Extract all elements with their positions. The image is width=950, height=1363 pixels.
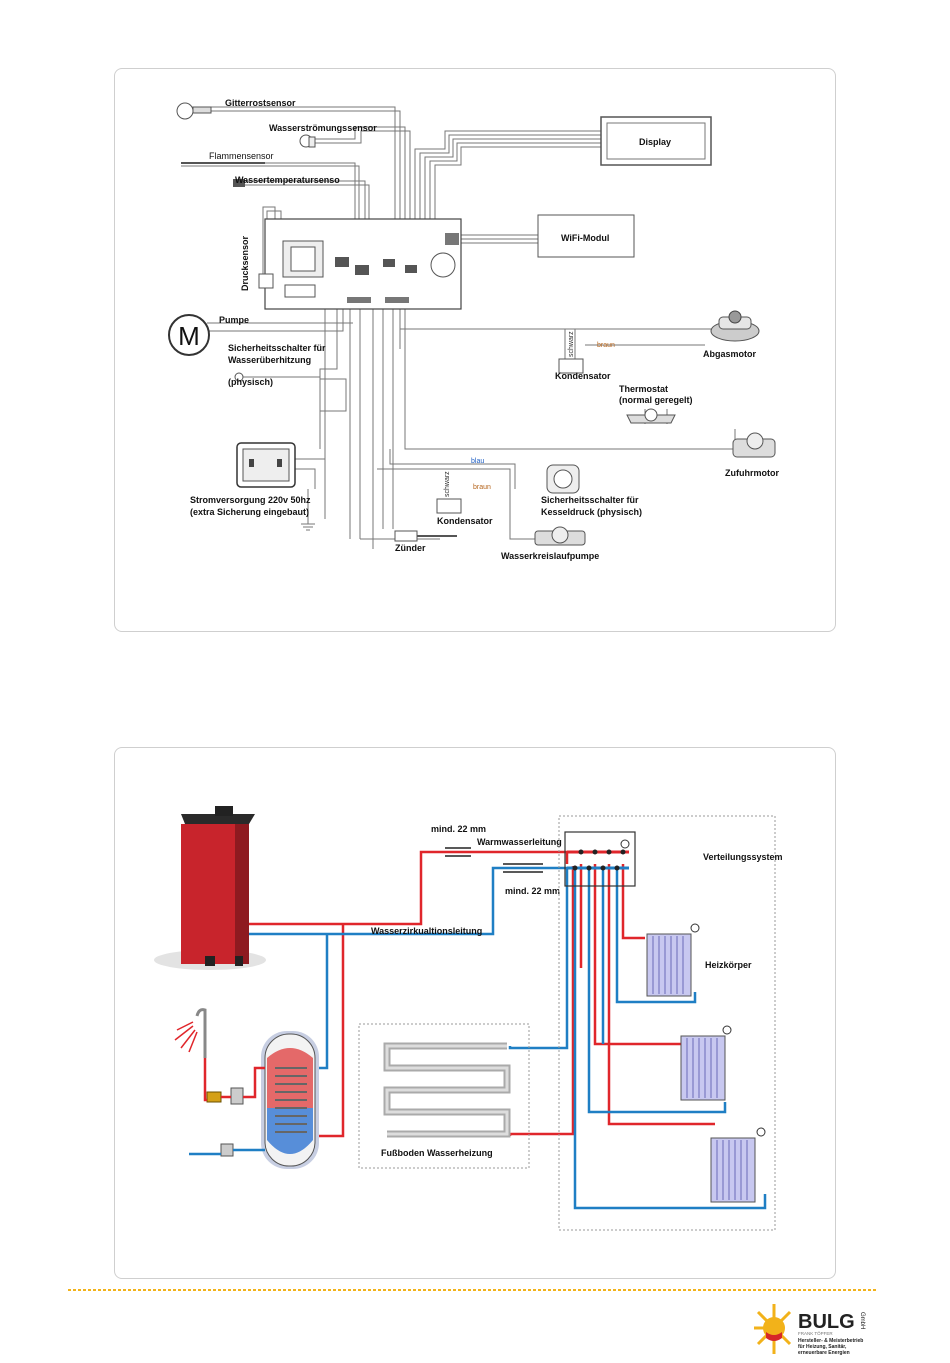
- label-kondensator-2: Kondensator: [437, 516, 493, 526]
- shower-icon: [174, 1008, 207, 1058]
- logo-owner: FRANK TÖPFER: [798, 1330, 833, 1336]
- label-strom-1: Stromversorgung 220v 50hz: [190, 495, 311, 505]
- label-kesseldruck-1: Sicherheitsschalter für: [541, 495, 639, 505]
- gitterrost-sensor-icon: [176, 102, 212, 120]
- footer-divider: [68, 1289, 878, 1291]
- thermostat-icon: [626, 408, 676, 424]
- label-zuender: Zünder: [395, 543, 426, 553]
- radiator-1-icon: [646, 923, 700, 997]
- druck-sensor-icon: [258, 273, 274, 289]
- radiator-2-icon: [680, 1025, 732, 1101]
- label-kesseldruck-2: Kesseldruck (physisch): [541, 507, 642, 517]
- label-display: Display: [639, 137, 671, 147]
- label-schwarz-2: schwarz: [444, 471, 451, 497]
- label-blau: blau: [471, 458, 484, 465]
- label-schwarz: schwarz: [568, 331, 575, 357]
- floor-heating-coil-inner: [385, 1044, 509, 1136]
- label-wasserzirkulation: Wasserzirkualtionsleitung: [371, 926, 482, 936]
- kesseldruck-switch-icon: [546, 464, 580, 494]
- hydraulic-diagram: mind. 22 mm Warmwasserleitung mind. 22 m…: [154, 806, 783, 1231]
- label-kondensator-1: Kondensator: [555, 371, 611, 381]
- label-abgasmotor: Abgasmotor: [703, 349, 757, 359]
- sun-logo-icon: BULG GmbH FRANK TÖPFER Hersteller- & Mei…: [754, 1304, 865, 1356]
- label-ueberhitzung-2: Wasserüberhitzung: [228, 355, 311, 365]
- label-pumpe: Pumpe: [219, 315, 249, 325]
- kondensator-1-icon: [558, 358, 584, 374]
- label-thermostat-1: Thermostat: [619, 384, 668, 394]
- label-wasserstroemungssensor: Wasserströmungssensor: [269, 123, 377, 133]
- control-board: [264, 218, 462, 310]
- kreislaufpumpe-icon: [534, 526, 586, 546]
- ueberhitzung-sensor-icon: [234, 372, 244, 382]
- label-braun: braun: [597, 342, 615, 349]
- label-wasserkreislaufpumpe: Wasserkreislaufpumpe: [501, 551, 599, 561]
- pipe-size-marker-bottom: [503, 863, 543, 873]
- label-drucksensor: Drucksensor: [240, 235, 250, 291]
- pellet-boiler-icon: [154, 806, 266, 970]
- zufuhr-motor-icon: [732, 432, 776, 458]
- power-socket-icon: [236, 442, 296, 488]
- floor-heating-area: [358, 1023, 530, 1169]
- display-module: Display: [600, 116, 712, 166]
- logo-line-2: für Heizung, Sanitär,: [798, 1344, 847, 1350]
- label-strom-2: (extra Sicherung eingebaut): [190, 507, 309, 517]
- label-flammensensor: Flammensensor: [209, 151, 274, 161]
- distribution-area: [558, 815, 776, 1231]
- label-thermostat-2: (normal geregelt): [619, 395, 693, 405]
- label-warmwasserleitung: Warmwasserleitung: [477, 837, 562, 847]
- hydraulic-diagram-panel: mind. 22 mm Warmwasserleitung mind. 22 m…: [114, 747, 836, 1279]
- abgas-motor-icon: [710, 310, 760, 342]
- logo-line-1: Hersteller- & Meisterbetrieb: [798, 1338, 863, 1344]
- label-gitterrostsensor: Gitterrostsensor: [225, 98, 296, 108]
- label-heizkoerper: Heizkörper: [705, 960, 752, 970]
- zuender-icon: [394, 530, 457, 542]
- manifold-icon: [564, 831, 636, 887]
- storage-tank-icon: [261, 1031, 319, 1169]
- wiring-diagram-panel: Gitterrostsensor Wasserströmungssensor F…: [114, 68, 836, 632]
- label-ueberhitzung-1: Sicherheitsschalter für: [228, 343, 326, 353]
- label-fussboden: Fußboden Wasserheizung: [381, 1148, 493, 1158]
- label-zufuhrmotor: Zufuhrmotor: [725, 468, 779, 478]
- pump-motor-icon: M: [168, 314, 210, 356]
- label-wassertemperatursensor: Wassertemperatursenso: [235, 175, 340, 185]
- label-physisch: (physisch): [228, 377, 273, 387]
- label-verteilungssystem: Verteilungssystem: [703, 852, 783, 862]
- wifi-module: WiFi-Modul: [537, 214, 635, 258]
- wasserstroemung-sensor-icon: [299, 134, 316, 148]
- label-mind-22-top: mind. 22 mm: [431, 824, 486, 834]
- label-braun-2: braun: [473, 484, 491, 491]
- logo-gmbh: GmbH: [859, 1312, 865, 1329]
- motor-symbol: M: [178, 321, 200, 351]
- logo-brand: BULG: [798, 1311, 855, 1333]
- wassertemperatur-sensor-icon: [233, 179, 245, 187]
- wiring-diagram: Gitterrostsensor Wasserströmungssensor F…: [168, 98, 779, 561]
- inlet-valve-icon: [220, 1143, 234, 1157]
- pipe-size-marker-top: [445, 847, 471, 857]
- radiator-3-icon: [710, 1127, 766, 1203]
- kondensator-2-icon: [436, 498, 462, 514]
- company-logo: BULG GmbH FRANK TÖPFER Hersteller- & Mei…: [748, 1298, 888, 1358]
- logo-line-3: erneuerbare Energien: [798, 1350, 850, 1356]
- label-wifi: WiFi-Modul: [561, 233, 609, 243]
- label-mind-22-bottom: mind. 22 mm: [505, 886, 560, 896]
